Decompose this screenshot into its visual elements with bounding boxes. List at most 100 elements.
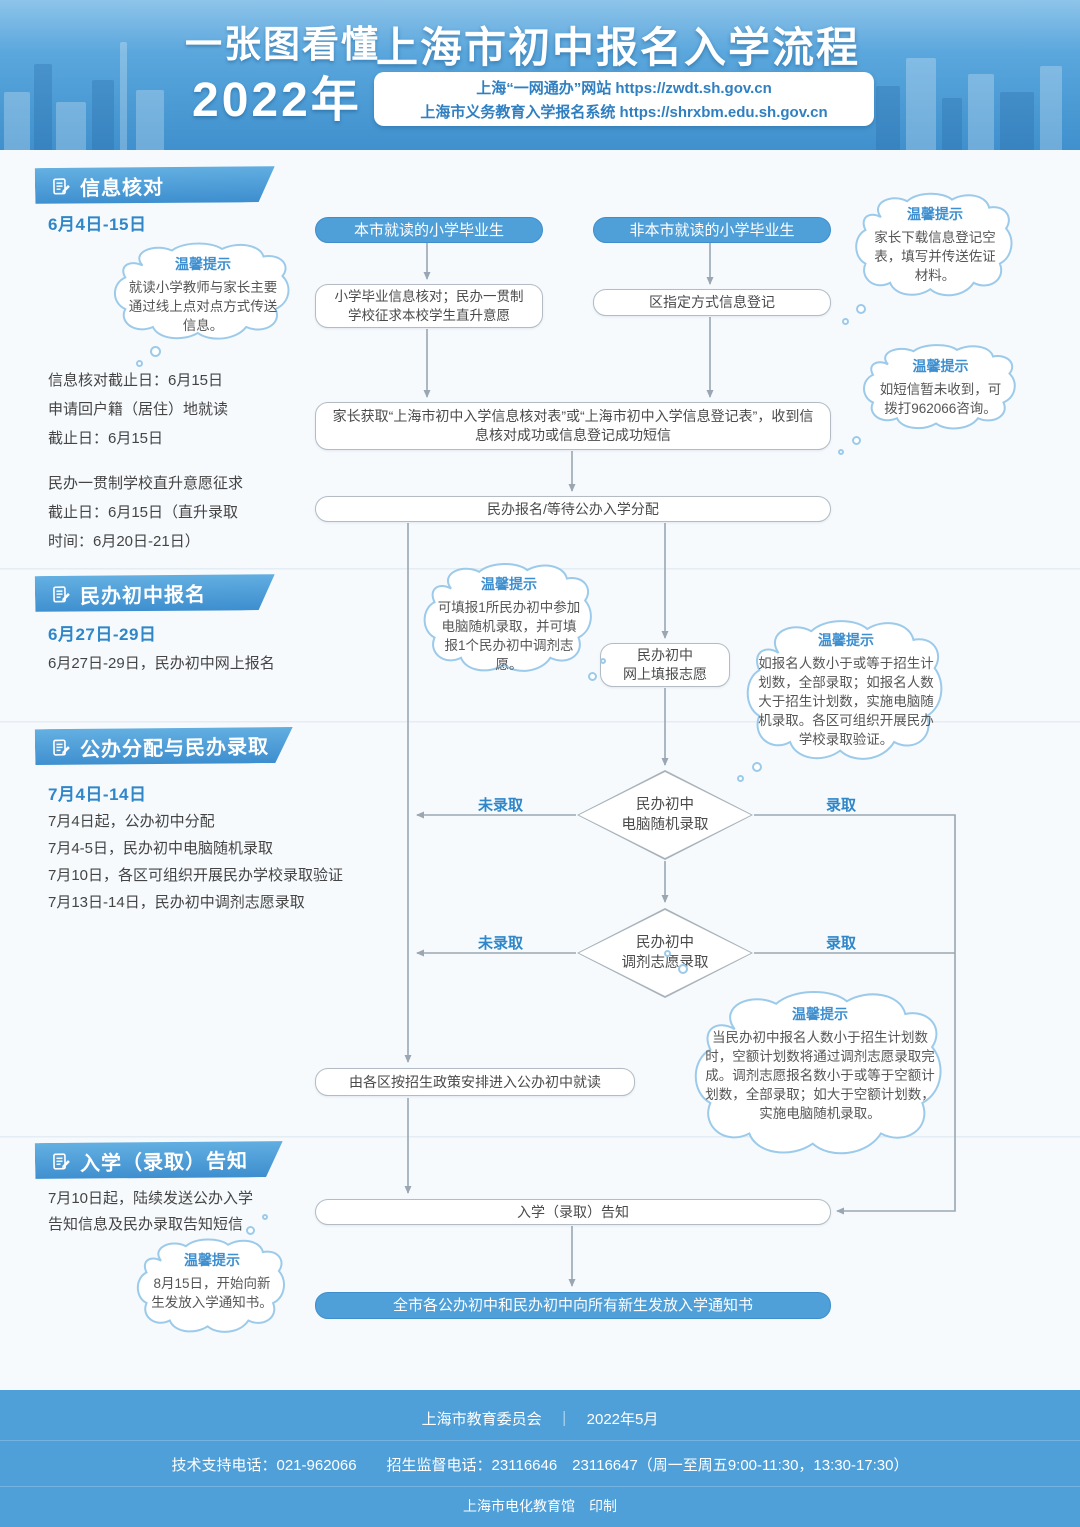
tip-title: 温馨提示 bbox=[907, 206, 963, 222]
node-label: 全市各公办初中和民办初中向所有新生发放入学通知书 bbox=[392, 1297, 753, 1314]
cloud-tail-dot bbox=[262, 1214, 268, 1220]
tip-cloud-transfer-rule: 温馨提示 当民办初中报名人数小于招生计划数时，空额计划数将通过调剂志愿录取完成。… bbox=[686, 986, 954, 1164]
cloud-tail-dot bbox=[842, 318, 849, 325]
clipboard-icon bbox=[51, 584, 71, 604]
tower-shape bbox=[120, 42, 127, 150]
note-line: 时间：6月20日-21日） bbox=[48, 533, 200, 550]
footer: 上海市教育委员会 ｜ 2022年5月 技术支持电话：021-962066 招生监… bbox=[0, 1390, 1080, 1527]
clipboard-icon bbox=[51, 738, 71, 758]
branch-not-admitted-1: 未录取 bbox=[478, 797, 524, 814]
node-label: 网上填报志愿 bbox=[623, 666, 707, 682]
tip-body: 如报名人数小于或等于招生计划数，全部录取；如报名人数大于招生计划数，实施电脑随机… bbox=[758, 656, 934, 747]
tip-body: 8月15日，开始向新生发放入学通知书。 bbox=[151, 1276, 273, 1310]
node-apply-or-wait: 民办报名/等待公办入学分配 bbox=[315, 496, 831, 522]
decision-label-line: 民办初中 bbox=[636, 797, 694, 813]
clipboard-icon bbox=[51, 176, 71, 196]
tip-cloud-sms-hotline: 温馨提示 如短信暂未收到，可拨打962066咨询。 bbox=[858, 342, 1023, 434]
note-line: 7月4-5日，民办初中电脑随机录取 bbox=[48, 840, 274, 857]
cloud-tail-dot bbox=[856, 304, 866, 314]
tip-cloud-lottery-rule: 温馨提示 如报名人数小于或等于招生计划数，全部录取；如报名人数大于招生计划数，实… bbox=[740, 616, 952, 768]
cloud-shape bbox=[740, 616, 952, 768]
tip-cloud-blank-form: 温馨提示 家长下载信息登记空表，填写并传送佐证材料。 bbox=[850, 190, 1020, 302]
section-divider bbox=[0, 1136, 1080, 1138]
cloud-tail-dot bbox=[664, 950, 671, 957]
section-header-private-apply: 民办初中报名 bbox=[35, 572, 276, 614]
portal-url-line2: 上海市义务教育入学报名系统 https://shrxbm.edu.sh.gov.… bbox=[420, 103, 828, 121]
portal-url-panel: 上海“一网通办”网站 https://zwdt.sh.gov.cn 上海市义务教… bbox=[374, 72, 874, 126]
node-final-notice: 全市各公办初中和民办初中向所有新生发放入学通知书 bbox=[315, 1292, 831, 1319]
portal-url-line1: 上海“一网通办”网站 https://zwdt.sh.gov.cn bbox=[476, 79, 772, 97]
node-info-verify: 小学毕业信息核对；民办一贯制学校征求本校学生直升意愿 bbox=[315, 284, 543, 328]
cloud-tail-dot bbox=[600, 658, 606, 664]
tip-title: 温馨提示 bbox=[818, 632, 874, 648]
section-header-notification: 入学（录取）告知 bbox=[35, 1139, 284, 1181]
section2-note: 6月27日-29日，民办初中网上报名 bbox=[48, 655, 275, 672]
node-local-graduates: 本市就读的小学毕业生 bbox=[315, 217, 543, 243]
section-title: 入学（录取）告知 bbox=[79, 1149, 249, 1175]
building-shape bbox=[92, 80, 114, 150]
tip-body: 如短信暂未收到，可拨打962066咨询。 bbox=[879, 382, 1002, 416]
tip-body: 可填报1所民办初中参加电脑随机录取，并可填报1个民办初中调剂志愿。 bbox=[437, 600, 581, 672]
building-shape bbox=[1000, 92, 1034, 150]
node-label: 区指定方式信息登记 bbox=[649, 294, 775, 310]
cloud-tail-dot bbox=[752, 762, 762, 772]
cloud-shape bbox=[108, 240, 298, 345]
node-public-arrange: 由各区按招生政策安排进入公办初中就读 bbox=[315, 1068, 635, 1096]
building-shape bbox=[136, 90, 164, 150]
branch-admitted-1: 录取 bbox=[826, 797, 857, 814]
node-label: 非本市就读的小学毕业生 bbox=[629, 221, 795, 239]
tip-body: 就读小学教师与家长主要通过线上点对点方式传送信息。 bbox=[128, 280, 278, 333]
cloud-tail-dot bbox=[838, 449, 844, 455]
section-divider bbox=[0, 721, 1080, 723]
deadline-note-group: 民办一贯制学校直升意愿征求 截止日：6月15日（直升录取 时间：6月20日-21… bbox=[48, 469, 318, 556]
node-label: 家长获取“上海市初中入学信息核对表”或“上海市初中入学信息登记表”，收到信息核对… bbox=[332, 408, 814, 443]
cloud-shape bbox=[132, 1236, 292, 1338]
cloud-tail-dot bbox=[588, 672, 597, 681]
tip-cloud-online-transfer: 温馨提示 就读小学教师与家长主要通过线上点对点方式传送信息。 bbox=[108, 240, 298, 345]
cloud-shape bbox=[858, 342, 1023, 434]
section3-date: 7月4日-14日 bbox=[48, 785, 147, 804]
tip-title: 温馨提示 bbox=[175, 256, 231, 272]
cloud-tail-dot bbox=[852, 436, 861, 445]
building-shape bbox=[968, 74, 994, 150]
note-line: 民办一贯制学校直升意愿征求 bbox=[48, 475, 244, 492]
deadline-note-group: 信息核对截止日：6月15日 申请回户籍（居住）地就读 截止日：6月15日 bbox=[48, 366, 318, 453]
tip-title: 温馨提示 bbox=[184, 1252, 240, 1268]
footer-printer: 上海市电化教育馆 印制 bbox=[463, 1498, 617, 1514]
building-shape bbox=[942, 98, 962, 150]
node-admission-notice: 入学（录取）告知 bbox=[315, 1199, 831, 1225]
section-title: 民办初中报名 bbox=[79, 583, 207, 608]
footer-publisher: 上海市教育委员会 ｜ 2022年5月 bbox=[421, 1411, 659, 1428]
header-tagline-line1: 一张图看懂 bbox=[185, 24, 380, 65]
building-shape bbox=[876, 86, 900, 150]
note-line: 7月4日起，公办初中分配 bbox=[48, 813, 215, 830]
deadline-notes: 信息核对截止日：6月15日 申请回户籍（居住）地就读 截止日：6月15日 民办一… bbox=[48, 366, 318, 556]
branch-admitted-2: 录取 bbox=[826, 935, 857, 952]
node-label: 由各区按招生政策安排进入公办初中就读 bbox=[349, 1073, 601, 1090]
footer-phones: 技术支持电话：021-962066 招生监督电话：23116646 231166… bbox=[171, 1457, 909, 1474]
node-fill-volunteer: 民办初中 网上填报志愿 bbox=[600, 643, 730, 687]
section2-date: 6月27日-29日 bbox=[48, 625, 157, 644]
node-label: 本市就读的小学毕业生 bbox=[353, 221, 504, 239]
building-shape bbox=[906, 58, 936, 150]
note-line: 申请回户籍（居住）地就读 bbox=[48, 401, 229, 418]
cloud-tail-dot bbox=[150, 346, 161, 357]
tip-body: 家长下载信息登记空表，填写并传送佐证材料。 bbox=[874, 230, 996, 283]
building-shape bbox=[56, 102, 86, 150]
node-label: 民办初中 bbox=[637, 647, 693, 663]
tip-body: 当民办初中报名人数小于招生计划数时，空额计划数将通过调剂志愿录取完成。调剂志愿报… bbox=[705, 1030, 935, 1121]
skyline-decoration-right bbox=[870, 0, 1080, 150]
note-line: 7月10日起，陆续发送公办入学 bbox=[48, 1190, 254, 1207]
decision-label-line: 民办初中 bbox=[636, 935, 694, 951]
cloud-tail-dot bbox=[678, 964, 688, 974]
section-title: 公办分配与民办录取 bbox=[79, 735, 270, 761]
decision-label-line: 电脑随机录取 bbox=[621, 817, 709, 833]
note-line: 截止日：6月15日 bbox=[48, 430, 164, 447]
note-line: 7月10日，各区可组织开展民办学校录取验证 bbox=[48, 867, 344, 884]
node-label: 入学（录取）告知 bbox=[517, 1203, 629, 1220]
section-header-allocation: 公办分配与民办录取 bbox=[35, 725, 294, 767]
cloud-shape bbox=[418, 560, 600, 678]
page-title: 上海市初中报名入学流程 bbox=[376, 24, 861, 71]
skyline-decoration-left bbox=[0, 0, 180, 150]
